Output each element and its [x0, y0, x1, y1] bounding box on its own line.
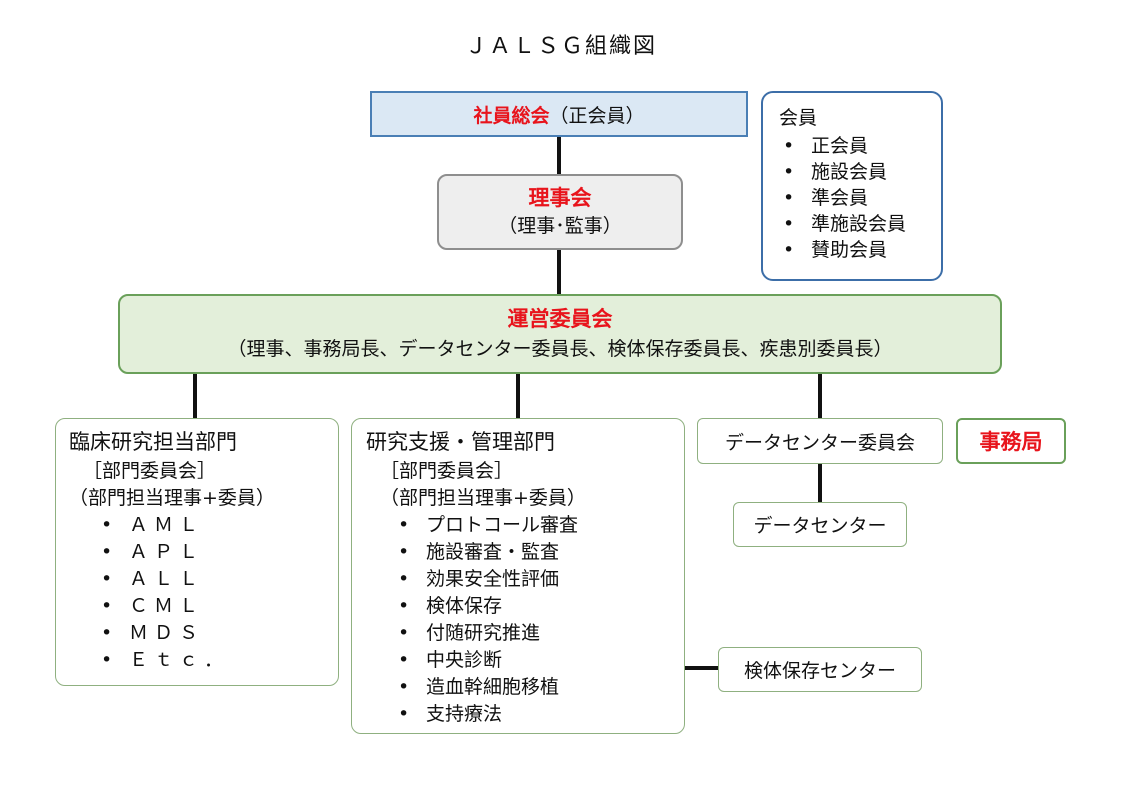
support-division-item: 付随研究推進	[398, 620, 684, 647]
support-division-item: 施設審査・監査	[398, 539, 684, 566]
clinical-division-committee: ［部門委員会］	[83, 460, 217, 482]
datacenter-box: データセンター	[733, 502, 907, 547]
clinical-division-name: 臨床研究担当部門	[69, 430, 237, 454]
connector-steering-clinical	[193, 374, 197, 418]
support-division-name: 研究支援・管理部門	[366, 430, 555, 454]
secretariat-label: 事務局	[979, 430, 1043, 454]
secretariat-box: 事務局	[956, 418, 1066, 464]
connector-dc-committee-datacenter	[818, 464, 822, 502]
biobank-center-label: 検体保存センター	[743, 660, 896, 682]
chart-title: ＪＡＬＳＧ組織図	[464, 34, 657, 59]
datacenter-committee-label: データセンター委員会	[724, 431, 915, 454]
members-item: 施設会員	[779, 159, 941, 185]
support-division-committee: ［部門委員会］	[380, 460, 514, 482]
support-division-item: 効果安全性評価	[398, 566, 684, 593]
support-division-item: 造血幹細胞移植	[398, 674, 684, 701]
general-assembly-box: 社員総会（正会員）	[370, 91, 748, 137]
members-item: 準会員	[779, 185, 941, 211]
members-item: 賛助会員	[779, 237, 941, 263]
support-division-item: 検体保存	[398, 593, 684, 620]
connector-steering-dc-committee	[818, 374, 822, 418]
support-division-item: プロトコール審査	[398, 512, 684, 539]
biobank-center-box: 検体保存センター	[718, 647, 922, 692]
datacenter-label: データセンター	[753, 515, 887, 537]
connector-support-biobank	[685, 666, 718, 670]
general-assembly-note: （正会員）	[549, 104, 645, 127]
members-list: 正会員 施設会員 準会員 準施設会員 賛助会員	[779, 133, 941, 263]
board-box: 理事会 （理事･監事）	[437, 174, 683, 250]
members-item: 準施設会員	[779, 211, 941, 237]
clinical-division-item: ＡＰＬ	[101, 539, 338, 566]
support-division-composition: （部門担当理事+委員）	[380, 487, 586, 509]
steering-committee-note: （理事、事務局長、データセンター委員長、検体保存委員長、疾患別委員長）	[227, 338, 893, 360]
members-box: 会員 正会員 施設会員 準会員 準施設会員 賛助会員	[761, 91, 943, 281]
clinical-division-item: ＡＬＬ	[101, 566, 338, 593]
board-note: （理事･監事）	[498, 215, 622, 237]
support-division-box: 研究支援・管理部門 ［部門委員会］ （部門担当理事+委員） プロトコール審査 施…	[351, 418, 685, 734]
clinical-division-box: 臨床研究担当部門 ［部門委員会］ （部門担当理事+委員） ＡＭＬ ＡＰＬ ＡＬＬ…	[55, 418, 339, 686]
connector-general-board	[557, 137, 561, 174]
datacenter-committee-box: データセンター委員会	[697, 418, 943, 464]
clinical-division-list: ＡＭＬ ＡＰＬ ＡＬＬ ＣＭＬ ＭＤＳ Ｅｔｃ．	[69, 512, 338, 674]
steering-committee-box: 運営委員会 （理事、事務局長、データセンター委員長、検体保存委員長、疾患別委員長…	[118, 294, 1002, 374]
members-heading: 会員	[779, 107, 818, 129]
members-item: 正会員	[779, 133, 941, 159]
support-division-list: プロトコール審査 施設審査・監査 効果安全性評価 検体保存 付随研究推進 中央診…	[366, 512, 684, 728]
connector-steering-support	[516, 374, 520, 418]
clinical-division-item: Ｅｔｃ．	[101, 647, 338, 674]
clinical-division-item: ＣＭＬ	[101, 593, 338, 620]
clinical-division-item: ＡＭＬ	[101, 512, 338, 539]
general-assembly-name: 社員総会	[473, 104, 550, 127]
clinical-division-composition: （部門担当理事+委員）	[69, 487, 275, 509]
connector-board-steering	[557, 250, 561, 294]
board-name: 理事会	[528, 186, 592, 210]
steering-committee-name: 運営委員会	[507, 307, 613, 331]
support-division-item: 支持療法	[398, 701, 684, 728]
support-division-item: 中央診断	[398, 647, 684, 674]
clinical-division-item: ＭＤＳ	[101, 620, 338, 647]
